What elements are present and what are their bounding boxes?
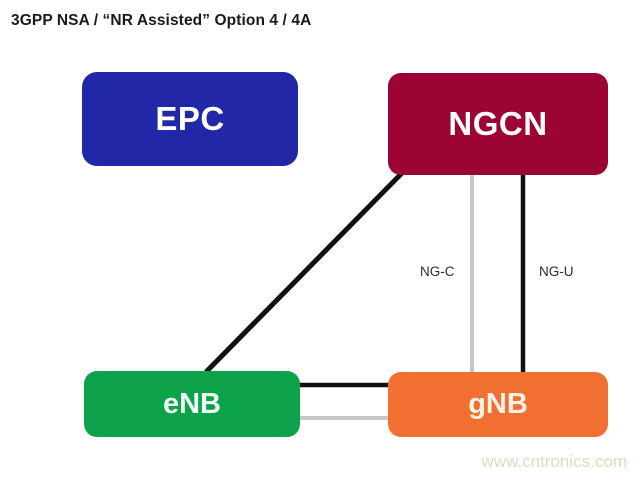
page-title: 3GPP NSA / “NR Assisted” Option 4 / 4A (11, 12, 312, 29)
node-enb-label: eNB (162, 387, 221, 420)
node-epc[interactable]: EPC (82, 72, 298, 166)
node-gnb[interactable]: gNB (388, 372, 608, 437)
node-ngcn-label: NGCN (448, 105, 548, 142)
node-enb[interactable]: eNB (84, 371, 300, 437)
node-epc-label: EPC (155, 100, 225, 137)
node-gnb-label: gNB (468, 388, 528, 420)
link-ngcn-enb (204, 171, 404, 374)
link-label-ng-c: NG-C (420, 264, 455, 279)
link-label-ng-u: NG-U (539, 264, 574, 279)
node-ngcn[interactable]: NGCN (388, 73, 608, 175)
watermark: www.cntronics.com (481, 452, 627, 471)
